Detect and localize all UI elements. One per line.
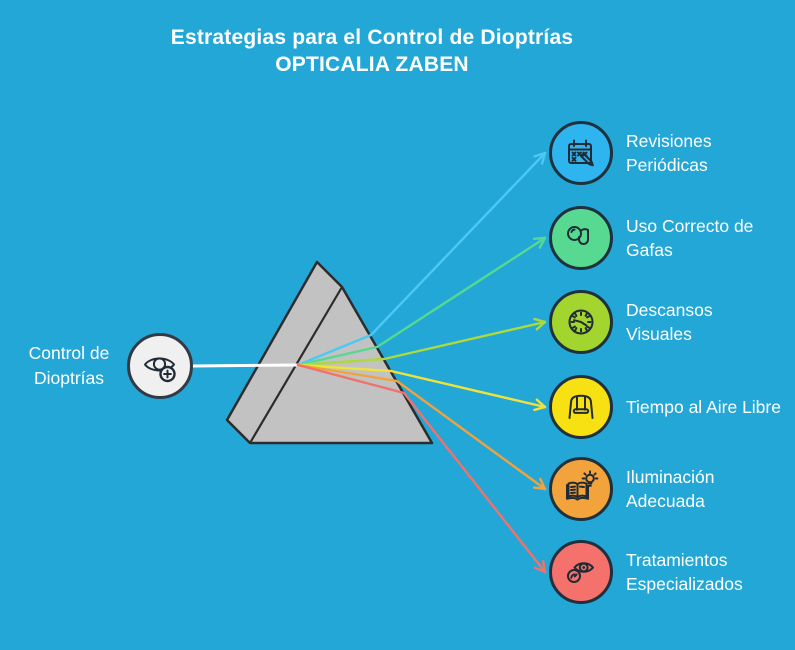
item-label: Tiempo al Aire Libre	[626, 397, 781, 417]
arrowhead	[535, 320, 547, 331]
item-circle	[549, 540, 613, 604]
eye-plus-icon	[139, 345, 181, 387]
arrowhead	[540, 151, 547, 165]
light-beam	[191, 363, 300, 368]
light-ray	[296, 363, 547, 409]
eye-care-icon	[562, 553, 600, 591]
light-ray	[296, 320, 547, 367]
item-circle	[549, 290, 613, 354]
light-ray	[296, 363, 547, 491]
calendar-pencil-icon	[562, 134, 600, 172]
list-item-iluminacion: Iluminación Adecuada	[549, 457, 782, 521]
light-ray	[296, 236, 547, 367]
arrowhead	[533, 317, 547, 324]
arrowhead	[532, 486, 547, 491]
arrowhead	[533, 151, 547, 158]
item-circle	[549, 457, 613, 521]
item-label: Descansos Visuales	[626, 300, 713, 344]
reading-light-icon	[562, 470, 600, 508]
list-item-gafas: Uso Correcto de Gafas	[549, 206, 782, 270]
list-item-revisiones: Revisiones Periódicas	[549, 121, 782, 185]
item-circle	[549, 206, 613, 270]
item-label: Revisiones Periódicas	[626, 131, 712, 175]
title-line-1: Estrategias para el Control de Dioptrías	[170, 26, 574, 49]
list-item-aire-libre: Tiempo al Aire Libre	[549, 375, 782, 439]
list-item-tratamientos: Tratamientos Especializados	[549, 540, 782, 604]
arrowhead	[539, 477, 547, 491]
swing-icon	[562, 388, 600, 426]
arrowhead	[538, 236, 547, 249]
item-circle	[549, 121, 613, 185]
item-circle	[549, 375, 613, 439]
arrowhead	[533, 566, 547, 574]
list-item-descansos: Descansos Visuales	[549, 290, 782, 354]
arrowhead	[535, 398, 547, 409]
glasses-icon	[562, 219, 600, 257]
item-label: Iluminación Adecuada	[626, 467, 715, 511]
light-ray	[296, 151, 547, 367]
source-circle	[127, 333, 193, 399]
light-ray	[296, 363, 547, 574]
arrowhead	[541, 559, 547, 574]
source-label: Control de Dioptrías	[28, 343, 110, 388]
item-label: Uso Correcto de Gafas	[626, 216, 754, 260]
item-label: Tratamientos Especializados	[626, 550, 743, 594]
arrowhead	[533, 405, 547, 412]
arrowhead	[532, 236, 547, 241]
title-line-2: OPTICALIA ZABEN	[275, 53, 469, 76]
watch-icon	[562, 303, 600, 341]
page-title: Estrategias para el Control de Dioptrías…	[0, 24, 744, 78]
